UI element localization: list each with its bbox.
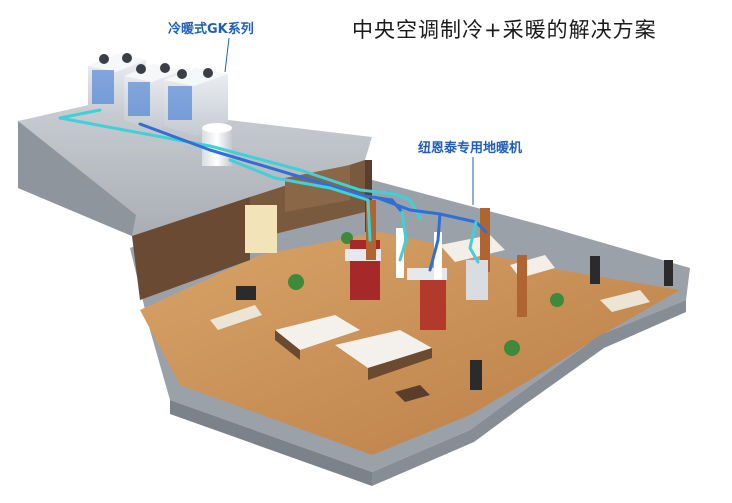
pipe-lines (58, 108, 488, 272)
page-title: 中央空调制冷+采暖的解决方案 (352, 18, 657, 42)
outdoor-callout-leader (224, 37, 230, 73)
floor-heating-unit-callout: 纽恩泰专用地暖机 (418, 141, 523, 156)
outdoor-units (88, 53, 232, 166)
outdoor-unit-callout: 冷暖式GK系列 (168, 22, 254, 37)
